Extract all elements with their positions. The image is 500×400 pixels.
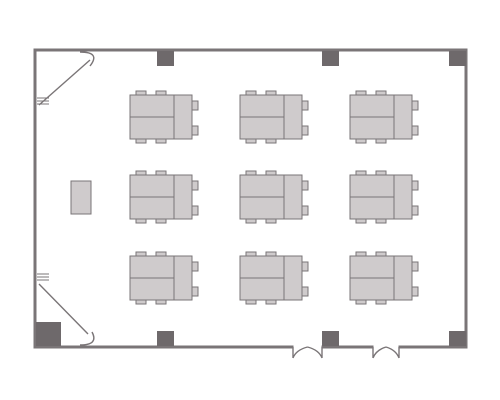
double-door-bottom-right (372, 346, 387, 359)
double-door-bottom-left (307, 346, 323, 359)
door-swing-icon (79, 51, 95, 67)
chair-icon (301, 100, 309, 111)
column-icon (449, 51, 466, 66)
table-end (393, 174, 413, 220)
chair-icon (301, 261, 309, 272)
column-icon (322, 331, 339, 346)
table-end (173, 94, 193, 140)
chair-icon (411, 261, 419, 272)
table-group-icon (239, 251, 309, 305)
chair-icon (301, 286, 309, 297)
table-end (173, 255, 193, 301)
chair-icon (411, 125, 419, 136)
table-end (393, 255, 413, 301)
chair-icon (191, 286, 199, 297)
table-group-icon (239, 170, 309, 224)
corner-door-bottom-left (38, 283, 89, 335)
chair-icon (191, 125, 199, 136)
podium-icon (70, 180, 92, 215)
chair-icon (301, 205, 309, 216)
chair-icon (191, 261, 199, 272)
table-group-icon (349, 170, 419, 224)
table-end (393, 94, 413, 140)
chair-icon (411, 100, 419, 111)
column-icon (36, 322, 61, 346)
column-icon (322, 51, 339, 66)
table-end (283, 94, 303, 140)
doors (37, 51, 400, 359)
double-door-bottom-right (385, 346, 400, 359)
chair-icon (411, 286, 419, 297)
table-group-icon (349, 251, 419, 305)
table-end (283, 174, 303, 220)
chair-icon (301, 180, 309, 191)
column-icon (157, 331, 174, 346)
double-door-bottom-left (292, 346, 308, 359)
chair-icon (411, 180, 419, 191)
table-group-icon (349, 90, 419, 144)
chair-icon (301, 125, 309, 136)
column-icon (157, 51, 174, 66)
chair-icon (411, 205, 419, 216)
furniture (70, 90, 419, 305)
chair-icon (191, 205, 199, 216)
column-icon (449, 331, 466, 346)
table-end (283, 255, 303, 301)
table-end (173, 174, 193, 220)
chair-icon (191, 100, 199, 111)
door-swing-icon (79, 331, 95, 346)
table-group-icon (129, 90, 199, 144)
table-group-icon (129, 251, 199, 305)
table-group-icon (129, 170, 199, 224)
walls (33, 48, 468, 349)
columns (36, 51, 466, 346)
table-group-icon (239, 90, 309, 144)
chair-icon (191, 180, 199, 191)
